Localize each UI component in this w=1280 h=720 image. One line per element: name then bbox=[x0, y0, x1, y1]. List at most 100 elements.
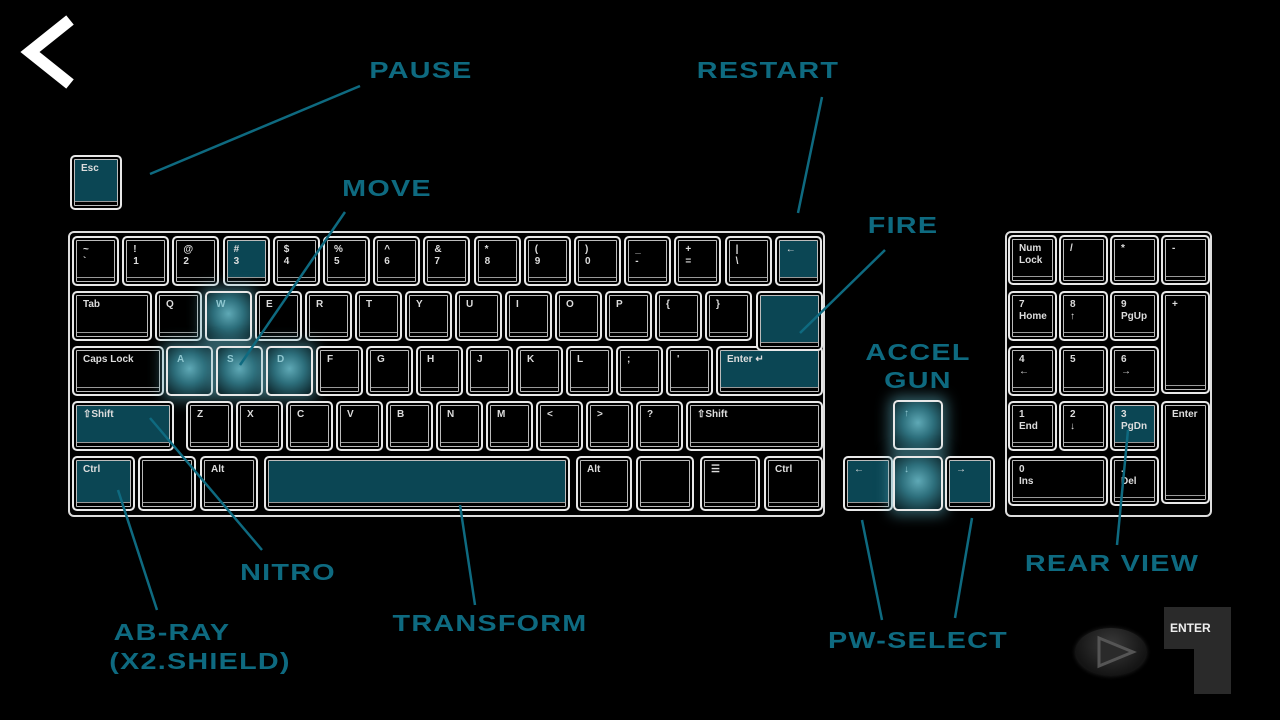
key: V bbox=[336, 401, 383, 451]
label-gun: GUN bbox=[884, 367, 952, 393]
main-keyboard-frame bbox=[68, 231, 825, 517]
nitro-line bbox=[149, 417, 263, 551]
key: S bbox=[216, 346, 263, 396]
key: C bbox=[286, 401, 333, 451]
key: + = bbox=[674, 236, 722, 286]
key: Q bbox=[155, 291, 202, 341]
pause-line bbox=[149, 84, 361, 176]
label-fire: FIRE bbox=[867, 212, 939, 238]
key: Z bbox=[186, 401, 233, 451]
key: D bbox=[266, 346, 313, 396]
key: ! 1 bbox=[122, 236, 170, 286]
label-move: MOVE bbox=[342, 175, 432, 201]
key: ← bbox=[774, 236, 822, 286]
numpad-key: Num Lock bbox=[1008, 235, 1057, 285]
key: @ 2 bbox=[172, 236, 220, 286]
abray-line bbox=[116, 489, 159, 611]
key-right-alt: Alt bbox=[576, 456, 632, 511]
key: K bbox=[516, 346, 563, 396]
numpad-key: 2 ↓ bbox=[1059, 401, 1108, 451]
key-up: ↑ bbox=[893, 400, 943, 450]
label-transform: TRANSFORM bbox=[392, 610, 588, 636]
key: % 5 bbox=[323, 236, 370, 286]
key: } bbox=[705, 291, 752, 341]
numpad-key: * bbox=[1110, 235, 1159, 285]
key-enter: Enter ↵ bbox=[716, 346, 823, 396]
key: M bbox=[486, 401, 533, 451]
key-tab: Tab bbox=[72, 291, 152, 341]
key: > bbox=[586, 401, 633, 451]
key: ~ ` bbox=[72, 236, 119, 286]
label-pause: PAUSE bbox=[369, 57, 473, 83]
key: { bbox=[655, 291, 702, 341]
key: I bbox=[505, 291, 552, 341]
key: Y bbox=[405, 291, 452, 341]
key: P bbox=[605, 291, 652, 341]
key: R bbox=[305, 291, 352, 341]
label-nitro: NITRO bbox=[240, 559, 336, 585]
key: ^ 6 bbox=[373, 236, 421, 286]
key: X bbox=[236, 401, 283, 451]
key: ; bbox=[616, 346, 663, 396]
numpad-frame bbox=[1005, 231, 1212, 517]
key: U bbox=[455, 291, 502, 341]
fire-line bbox=[799, 249, 886, 334]
numpad-key: 6 → bbox=[1110, 346, 1159, 396]
numpad-key: 7 Home bbox=[1008, 291, 1057, 341]
key: H bbox=[416, 346, 463, 396]
chevron-left-icon bbox=[20, 15, 74, 89]
key: W bbox=[205, 291, 252, 341]
key-right: → bbox=[945, 456, 995, 511]
numpad-key: 8 ↑ bbox=[1059, 291, 1108, 341]
enter-button[interactable]: ENTER bbox=[1164, 607, 1231, 694]
pw-select-line-right bbox=[953, 517, 974, 619]
key-menu: ☰ bbox=[700, 456, 760, 511]
key: A bbox=[166, 346, 213, 396]
key-win bbox=[138, 456, 196, 511]
numpad-key: 9 PgUp bbox=[1110, 291, 1159, 341]
label-rear-view: REAR VIEW bbox=[1024, 550, 1200, 576]
numpad-key: . Del bbox=[1110, 456, 1159, 506]
label-accel: ACCEL bbox=[865, 339, 971, 365]
label-abray-sub: (X2.SHIELD) bbox=[109, 648, 291, 674]
back-button[interactable] bbox=[18, 14, 80, 90]
key: & 7 bbox=[423, 236, 471, 286]
play-icon bbox=[1097, 635, 1137, 669]
key: B bbox=[386, 401, 433, 451]
key: ' bbox=[666, 346, 713, 396]
key-right-ctrl: Ctrl bbox=[764, 456, 823, 511]
rear-view-line bbox=[1115, 429, 1130, 546]
label-restart: RESTART bbox=[696, 57, 840, 83]
play-button[interactable] bbox=[1075, 628, 1147, 676]
label-abray: AB-RAY bbox=[113, 619, 231, 645]
key-down: ↓ bbox=[893, 456, 943, 511]
numpad-key: Enter bbox=[1161, 401, 1210, 504]
key-blank bbox=[636, 456, 694, 511]
numpad-key: / bbox=[1059, 235, 1108, 285]
key-left: ← bbox=[843, 456, 893, 511]
key: * 8 bbox=[473, 236, 521, 286]
numpad-key: 5 bbox=[1059, 346, 1108, 396]
transform-line bbox=[458, 504, 477, 606]
numpad-key: 1 End bbox=[1008, 401, 1057, 451]
key: # 3 bbox=[222, 236, 270, 286]
key: < bbox=[536, 401, 583, 451]
key: N bbox=[436, 401, 483, 451]
key: | \ bbox=[724, 236, 772, 286]
key-space bbox=[264, 456, 570, 511]
key: ( 9 bbox=[523, 236, 571, 286]
label-pw-select: PW-SELECT bbox=[828, 627, 1008, 653]
move-line bbox=[238, 211, 347, 366]
restart-line bbox=[796, 96, 824, 214]
key: G bbox=[366, 346, 413, 396]
key: T bbox=[355, 291, 402, 341]
numpad-key: + bbox=[1161, 291, 1210, 394]
key: L bbox=[566, 346, 613, 396]
key: ? bbox=[636, 401, 683, 451]
key: _ - bbox=[624, 236, 672, 286]
numpad-key: 4 ← bbox=[1008, 346, 1057, 396]
key-left-shift: ⇧Shift bbox=[72, 401, 174, 451]
key-right-shift: ⇧Shift bbox=[686, 401, 823, 451]
numpad-key: 3 PgDn bbox=[1110, 401, 1159, 451]
